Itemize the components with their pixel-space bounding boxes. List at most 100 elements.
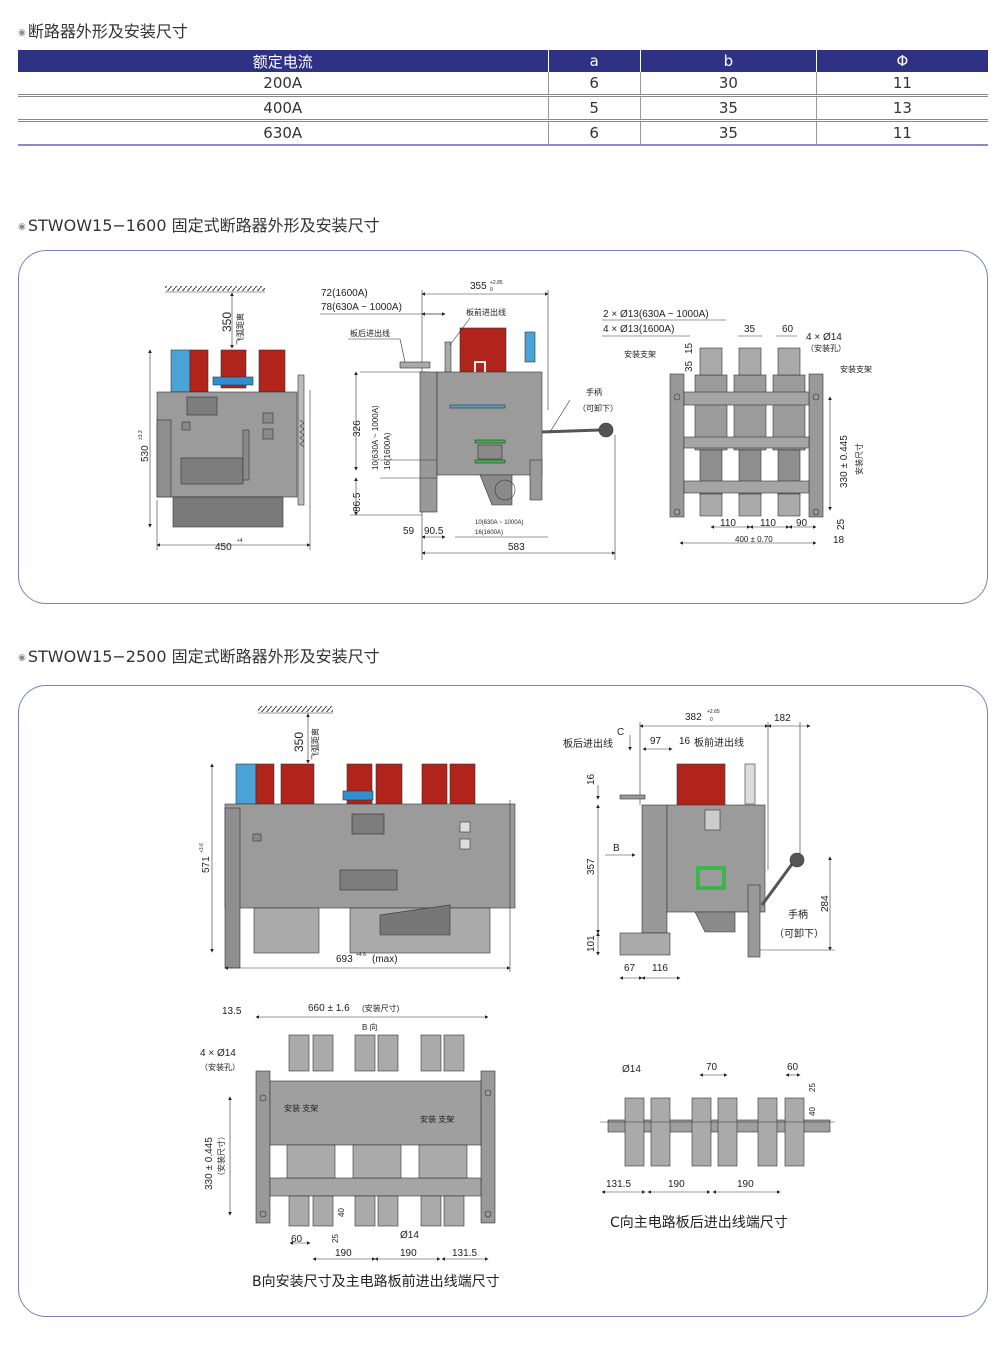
terminal [699, 493, 723, 517]
cell: 6 [547, 120, 641, 146]
dim-90: 90 [796, 518, 808, 529]
table-row: 200A 6 30 11 [18, 72, 988, 97]
dim-450-tol: +4 [237, 538, 243, 544]
c-view-caption: C向主电路板后进出线端尺寸 [610, 1215, 788, 1231]
dim-382-low: 0 [710, 717, 713, 723]
dim-97: 97 [650, 736, 662, 747]
blue-terminal [170, 349, 191, 393]
dim-190b: 190 [737, 1179, 754, 1190]
dim-530: 530 [140, 445, 151, 462]
b-view-caption: B向安装尺寸及主电路板前进出线端尺寸 [252, 1273, 500, 1290]
bottom-10: 10(630A ~ 1000A) [475, 520, 524, 526]
col-header: b [639, 50, 817, 72]
dim-59: 59 [403, 526, 415, 537]
terminal [738, 347, 762, 376]
dim-10: 10(630A ~ 1000A) [371, 405, 380, 470]
dim-530-tol: ±3.3 [138, 430, 144, 440]
mounting-bracket [808, 373, 824, 518]
dim-330: 330 ± 0.445 [839, 435, 850, 488]
handle-removable: （可卸下） [578, 403, 618, 413]
dim-357: 357 [586, 858, 597, 875]
dim-131-5: 131.5 [606, 1179, 631, 1190]
holes-4x14: 4 × Ø14 [806, 332, 842, 343]
bracket-left: 安装支架 [624, 349, 656, 359]
dim-25: 25 [331, 1234, 340, 1243]
mounting-bracket [255, 1070, 271, 1224]
dim-382: 382 [685, 712, 702, 723]
dim-35: 35 [684, 360, 695, 372]
holes-note: （安装孔） [806, 343, 846, 353]
dim-326: 326 [352, 420, 363, 437]
dim-15: 15 [684, 342, 695, 354]
blue-bar [212, 376, 254, 386]
c-view-2500 [600, 1073, 835, 1194]
dim-16-top: 16 [679, 736, 691, 747]
side-view-2500 [596, 722, 835, 980]
handle-knob [789, 852, 805, 868]
handle-label: 手柄 [586, 387, 602, 397]
rear-view-1600 [602, 319, 832, 545]
handle [541, 428, 601, 434]
table-row: 400A 5 35 13 [18, 95, 988, 122]
c-direction: C [617, 727, 624, 738]
dim-571-tol: +3.6 [199, 843, 205, 853]
front-view-2500 [210, 706, 516, 972]
dim-660: 660 ± 1.6 [308, 1003, 350, 1014]
dim-190a: 190 [335, 1248, 352, 1259]
dim-350: 350 [220, 312, 234, 332]
b-view-2500 [228, 1015, 496, 1261]
dim-16: 16 [586, 773, 597, 785]
holes-note: （安装孔） [200, 1062, 240, 1072]
dim-18: 18 [833, 535, 845, 546]
rear-wiring: 板后进出线 [563, 737, 613, 750]
labels-2500: 350 飞弧距离 571 +3.6 693 +4.6 (max) 382 +2.… [199, 709, 831, 1290]
handle-removable: （可卸下） [774, 927, 824, 940]
bracket-right: 安装 支架 [420, 1114, 454, 1124]
labels-1600: 350 飞弧距离 530 ±3.3 450 +4 355 +2.85 0 72(… [138, 280, 872, 553]
breaker-base [172, 496, 284, 528]
mounting-bracket [480, 1070, 496, 1224]
bottom-16: 16(1600A) [475, 530, 503, 536]
mounting-bracket [669, 373, 685, 518]
dim-182: 182 [774, 713, 791, 724]
section2-title: ◉STWOW15−1600 固定式断路器外形及安装尺寸 [18, 216, 380, 235]
max-label: (max) [372, 954, 398, 965]
section1-title-text: 断路器外形及安装尺寸 [27, 22, 188, 41]
handle-knob [598, 422, 614, 438]
dim-693: 693 [336, 954, 353, 965]
label-72: 72(1600A) [321, 288, 368, 299]
pole [375, 763, 403, 805]
arc-distance: 飞弧距离 [310, 728, 320, 760]
dim-35-top: 35 [744, 324, 756, 335]
cell: 35 [639, 95, 817, 122]
dim-13-5: 13.5 [222, 1006, 242, 1017]
handle [760, 859, 797, 906]
table-header-row: 额定电流 a b Φ [18, 50, 988, 72]
breaker-body [436, 371, 543, 476]
ceiling-hatch [165, 286, 265, 291]
dim-355-tol: +2.85 [490, 280, 503, 286]
dim-d14: Ø14 [622, 1064, 641, 1075]
bracket-right: 安装支架 [840, 364, 872, 374]
pole [449, 763, 476, 805]
col-header: 额定电流 [18, 50, 549, 72]
cell: 35 [639, 120, 817, 146]
dim-101: 101 [586, 935, 597, 952]
pole [421, 763, 448, 805]
dim-116: 116 [652, 963, 668, 974]
dim-110a: 110 [720, 518, 736, 529]
dim-40: 40 [808, 1107, 817, 1116]
dim-60: 60 [787, 1062, 799, 1073]
dim-40: 40 [337, 1208, 346, 1217]
dim-110b: 110 [760, 518, 776, 529]
holes-4x13: 4 × Ø13(1600A) [603, 324, 674, 335]
section2-title-text: STWOW15−1600 固定式断路器外形及安装尺寸 [27, 216, 380, 235]
cell: 630A [18, 120, 549, 146]
cell: 13 [815, 95, 988, 122]
drawing-frame-2500 [18, 685, 988, 1317]
terminal [777, 493, 801, 517]
green-frame [696, 866, 726, 890]
cell: 200A [18, 72, 549, 97]
dim-330: 330 ± 0.445 [204, 1137, 215, 1190]
dim-284: 284 [820, 895, 831, 912]
